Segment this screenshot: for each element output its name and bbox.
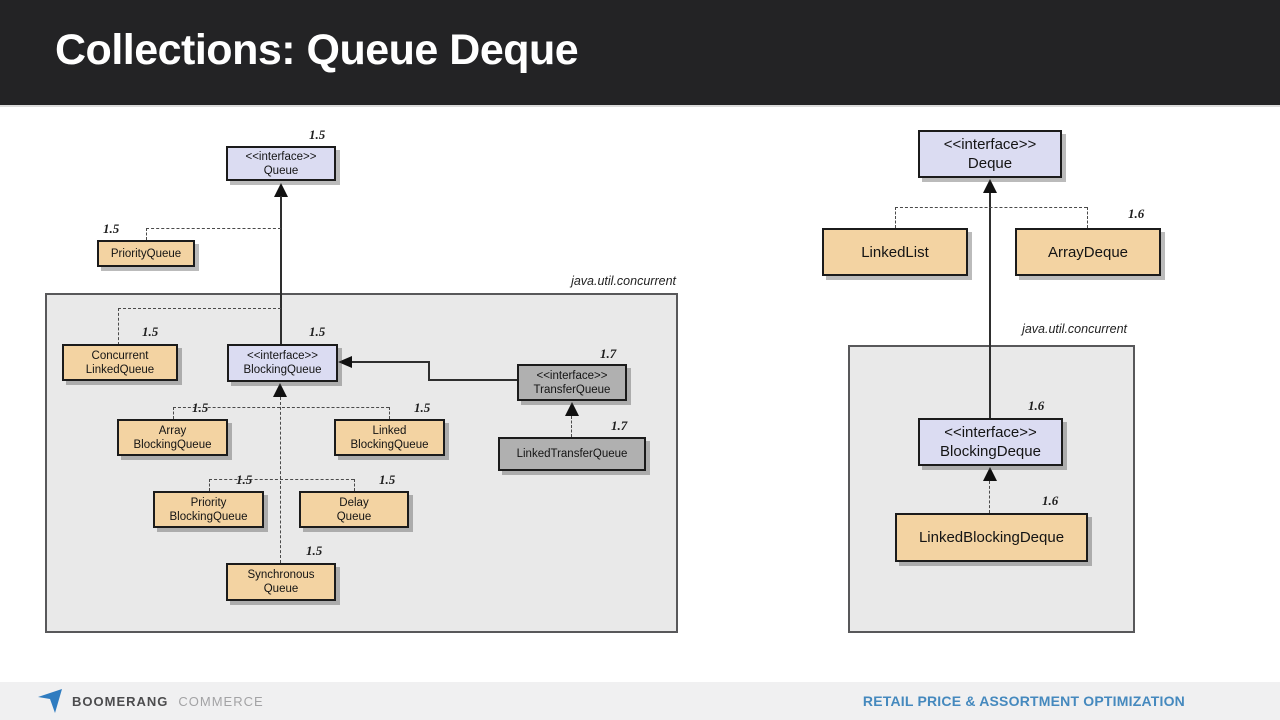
class-name-label: Synchronous — [247, 569, 315, 581]
version-label: 1.6 — [1028, 398, 1045, 413]
priorityqueue-node: PriorityQueue — [97, 240, 195, 267]
priorityqueue-implements-line — [146, 228, 281, 229]
generalization-arrow-icon — [274, 183, 288, 197]
class-name-label: Array — [158, 424, 187, 437]
blockingdeque-interface-node: <<interface>> BlockingDeque — [918, 418, 1063, 466]
generalization-arrow-icon — [983, 179, 997, 193]
class-name-label: Queue — [263, 583, 299, 595]
version-label: 1.5 — [103, 221, 120, 236]
linkedblockingdeque-node: LinkedBlockingDeque — [895, 513, 1088, 562]
class-name-label: Queue — [336, 510, 372, 523]
deque-blockingdeque-connector — [989, 193, 991, 418]
linkedtransferqueue-implements-line — [571, 416, 572, 437]
slide-header: Collections: Queue Deque — [0, 0, 1280, 107]
class-name-label: LinkedTransferQueue — [516, 448, 628, 460]
arrayblockingqueue-node: Array BlockingQueue — [117, 419, 228, 456]
stereotype-label: <<interface>> — [944, 424, 1037, 441]
version-label: 1.5 — [192, 400, 209, 415]
concurrentlinkedqueue-node: Concurrent LinkedQueue — [62, 344, 178, 381]
class-name-label: BlockingQueue — [350, 438, 429, 451]
blockingqueue-interface-node: <<interface>> BlockingQueue — [227, 344, 338, 382]
class-name-label: Priority — [190, 496, 227, 509]
delayqueue-stub — [354, 479, 355, 491]
linkedblockingdeque-implements-line — [989, 481, 990, 513]
version-label: 1.5 — [414, 400, 431, 415]
slide-footer: BOOMERANG COMMERCE RETAIL PRICE & ASSORT… — [0, 682, 1280, 720]
class-name-label: BlockingDeque — [940, 443, 1041, 460]
blockingqueue-branch2-line — [209, 479, 354, 480]
class-name-label: Queue — [263, 164, 299, 177]
blockingqueue-branch1-line — [173, 407, 389, 408]
version-label: 1.5 — [379, 472, 396, 487]
version-label: 1.5 — [309, 127, 326, 142]
class-name-label: LinkedBlockingDeque — [918, 529, 1065, 546]
deque-concurrent-package — [848, 345, 1135, 633]
deque-interface-node: <<interface>> Deque — [918, 130, 1062, 178]
version-label: 1.7 — [611, 418, 628, 433]
linkedtransferqueue-node: LinkedTransferQueue — [498, 437, 646, 471]
priorityqueue-implements-stub — [146, 228, 147, 240]
brand-secondary-label: COMMERCE — [178, 693, 264, 709]
priorityblockingqueue-node: Priority BlockingQueue — [153, 491, 264, 528]
realization-arrow-icon — [983, 467, 997, 481]
linkedlist-node: LinkedList — [822, 228, 968, 276]
version-label: 1.5 — [236, 472, 253, 487]
transferqueue-extends-line-b — [428, 361, 430, 381]
delayqueue-node: Delay Queue — [299, 491, 409, 528]
transferqueue-extends-line-c — [428, 379, 517, 381]
boomerang-logo-icon — [38, 689, 62, 713]
stereotype-label: <<interface>> — [536, 369, 608, 382]
concurrentlinkedqueue-implements-stub — [118, 308, 119, 345]
linkedblockingqueue-node: Linked BlockingQueue — [334, 419, 445, 456]
blockingqueue-implementations-trunk — [280, 397, 281, 563]
arraydeque-node: ArrayDeque — [1015, 228, 1161, 276]
class-name-label: LinkedList — [861, 243, 929, 261]
synchronousqueue-node: Synchronous Queue — [226, 563, 336, 601]
version-label: 1.6 — [1042, 493, 1059, 508]
queue-package-label: java.util.concurrent — [571, 274, 676, 288]
brand-lockup: BOOMERANG COMMERCE — [38, 682, 264, 720]
class-name-label: Deque — [967, 155, 1013, 172]
stereotype-label: <<interface>> — [943, 136, 1037, 153]
deque-implementations-line — [895, 207, 1087, 208]
priorityblockingqueue-stub — [209, 479, 210, 491]
version-label: 1.5 — [309, 324, 326, 339]
queue-blockingqueue-connector — [280, 196, 282, 344]
page-title: Collections: Queue Deque — [55, 26, 579, 74]
class-name-label: LinkedQueue — [85, 363, 155, 376]
version-label: 1.6 — [1128, 206, 1145, 221]
stereotype-label: <<interface>> — [247, 350, 318, 362]
class-name-label: Linked — [372, 424, 407, 437]
class-name-label: TransferQueue — [533, 383, 611, 396]
queue-interface-node: <<interface>> Queue — [226, 146, 336, 181]
arraydeque-stub — [1087, 207, 1088, 228]
class-name-label: Delay — [339, 496, 369, 509]
arrayblockingqueue-stub — [173, 407, 174, 419]
class-name-label: ArrayDeque — [1047, 243, 1129, 261]
transferqueue-interface-node: <<interface>> TransferQueue — [517, 364, 627, 401]
realization-arrow-icon — [565, 402, 579, 416]
brand-primary-label: BOOMERANG — [72, 693, 169, 709]
footer-tagline: RETAIL PRICE & ASSORTMENT OPTIMIZATION — [862, 693, 1185, 709]
transferqueue-extends-line-a — [352, 361, 430, 363]
linkedblockingqueue-stub — [389, 407, 390, 419]
deque-package-label: java.util.concurrent — [1022, 322, 1127, 336]
class-name-label: BlockingQueue — [133, 438, 212, 451]
extends-arrow-icon — [338, 356, 352, 368]
concurrentlinkedqueue-implements-line — [118, 308, 281, 309]
version-label: 1.5 — [306, 543, 323, 558]
version-label: 1.7 — [600, 346, 617, 361]
realization-arrow-icon — [273, 383, 287, 397]
class-name-label: Concurrent — [91, 349, 149, 362]
version-label: 1.5 — [142, 324, 159, 339]
class-name-label: BlockingQueue — [169, 510, 248, 523]
class-name-label: BlockingQueue — [243, 364, 322, 376]
stereotype-label: <<interface>> — [245, 150, 317, 163]
class-name-label: PriorityQueue — [110, 247, 182, 260]
linkedlist-stub — [895, 207, 896, 228]
